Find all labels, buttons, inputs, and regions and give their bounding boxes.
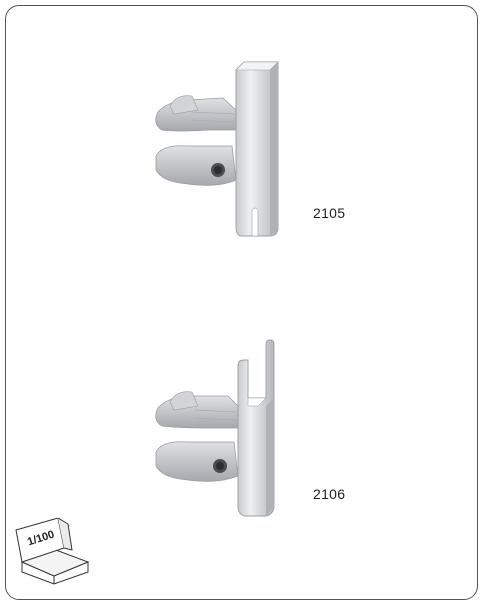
product-code-2105: 2105 xyxy=(313,205,346,221)
product-2105-image xyxy=(148,50,298,240)
hinge-clip-2105-icon xyxy=(155,61,279,237)
hinge-clip-2106-icon xyxy=(155,339,275,517)
package-box-icon: 1/100 xyxy=(14,517,92,586)
product-code-2106: 2106 xyxy=(313,486,346,502)
product-2106-image xyxy=(148,336,298,526)
